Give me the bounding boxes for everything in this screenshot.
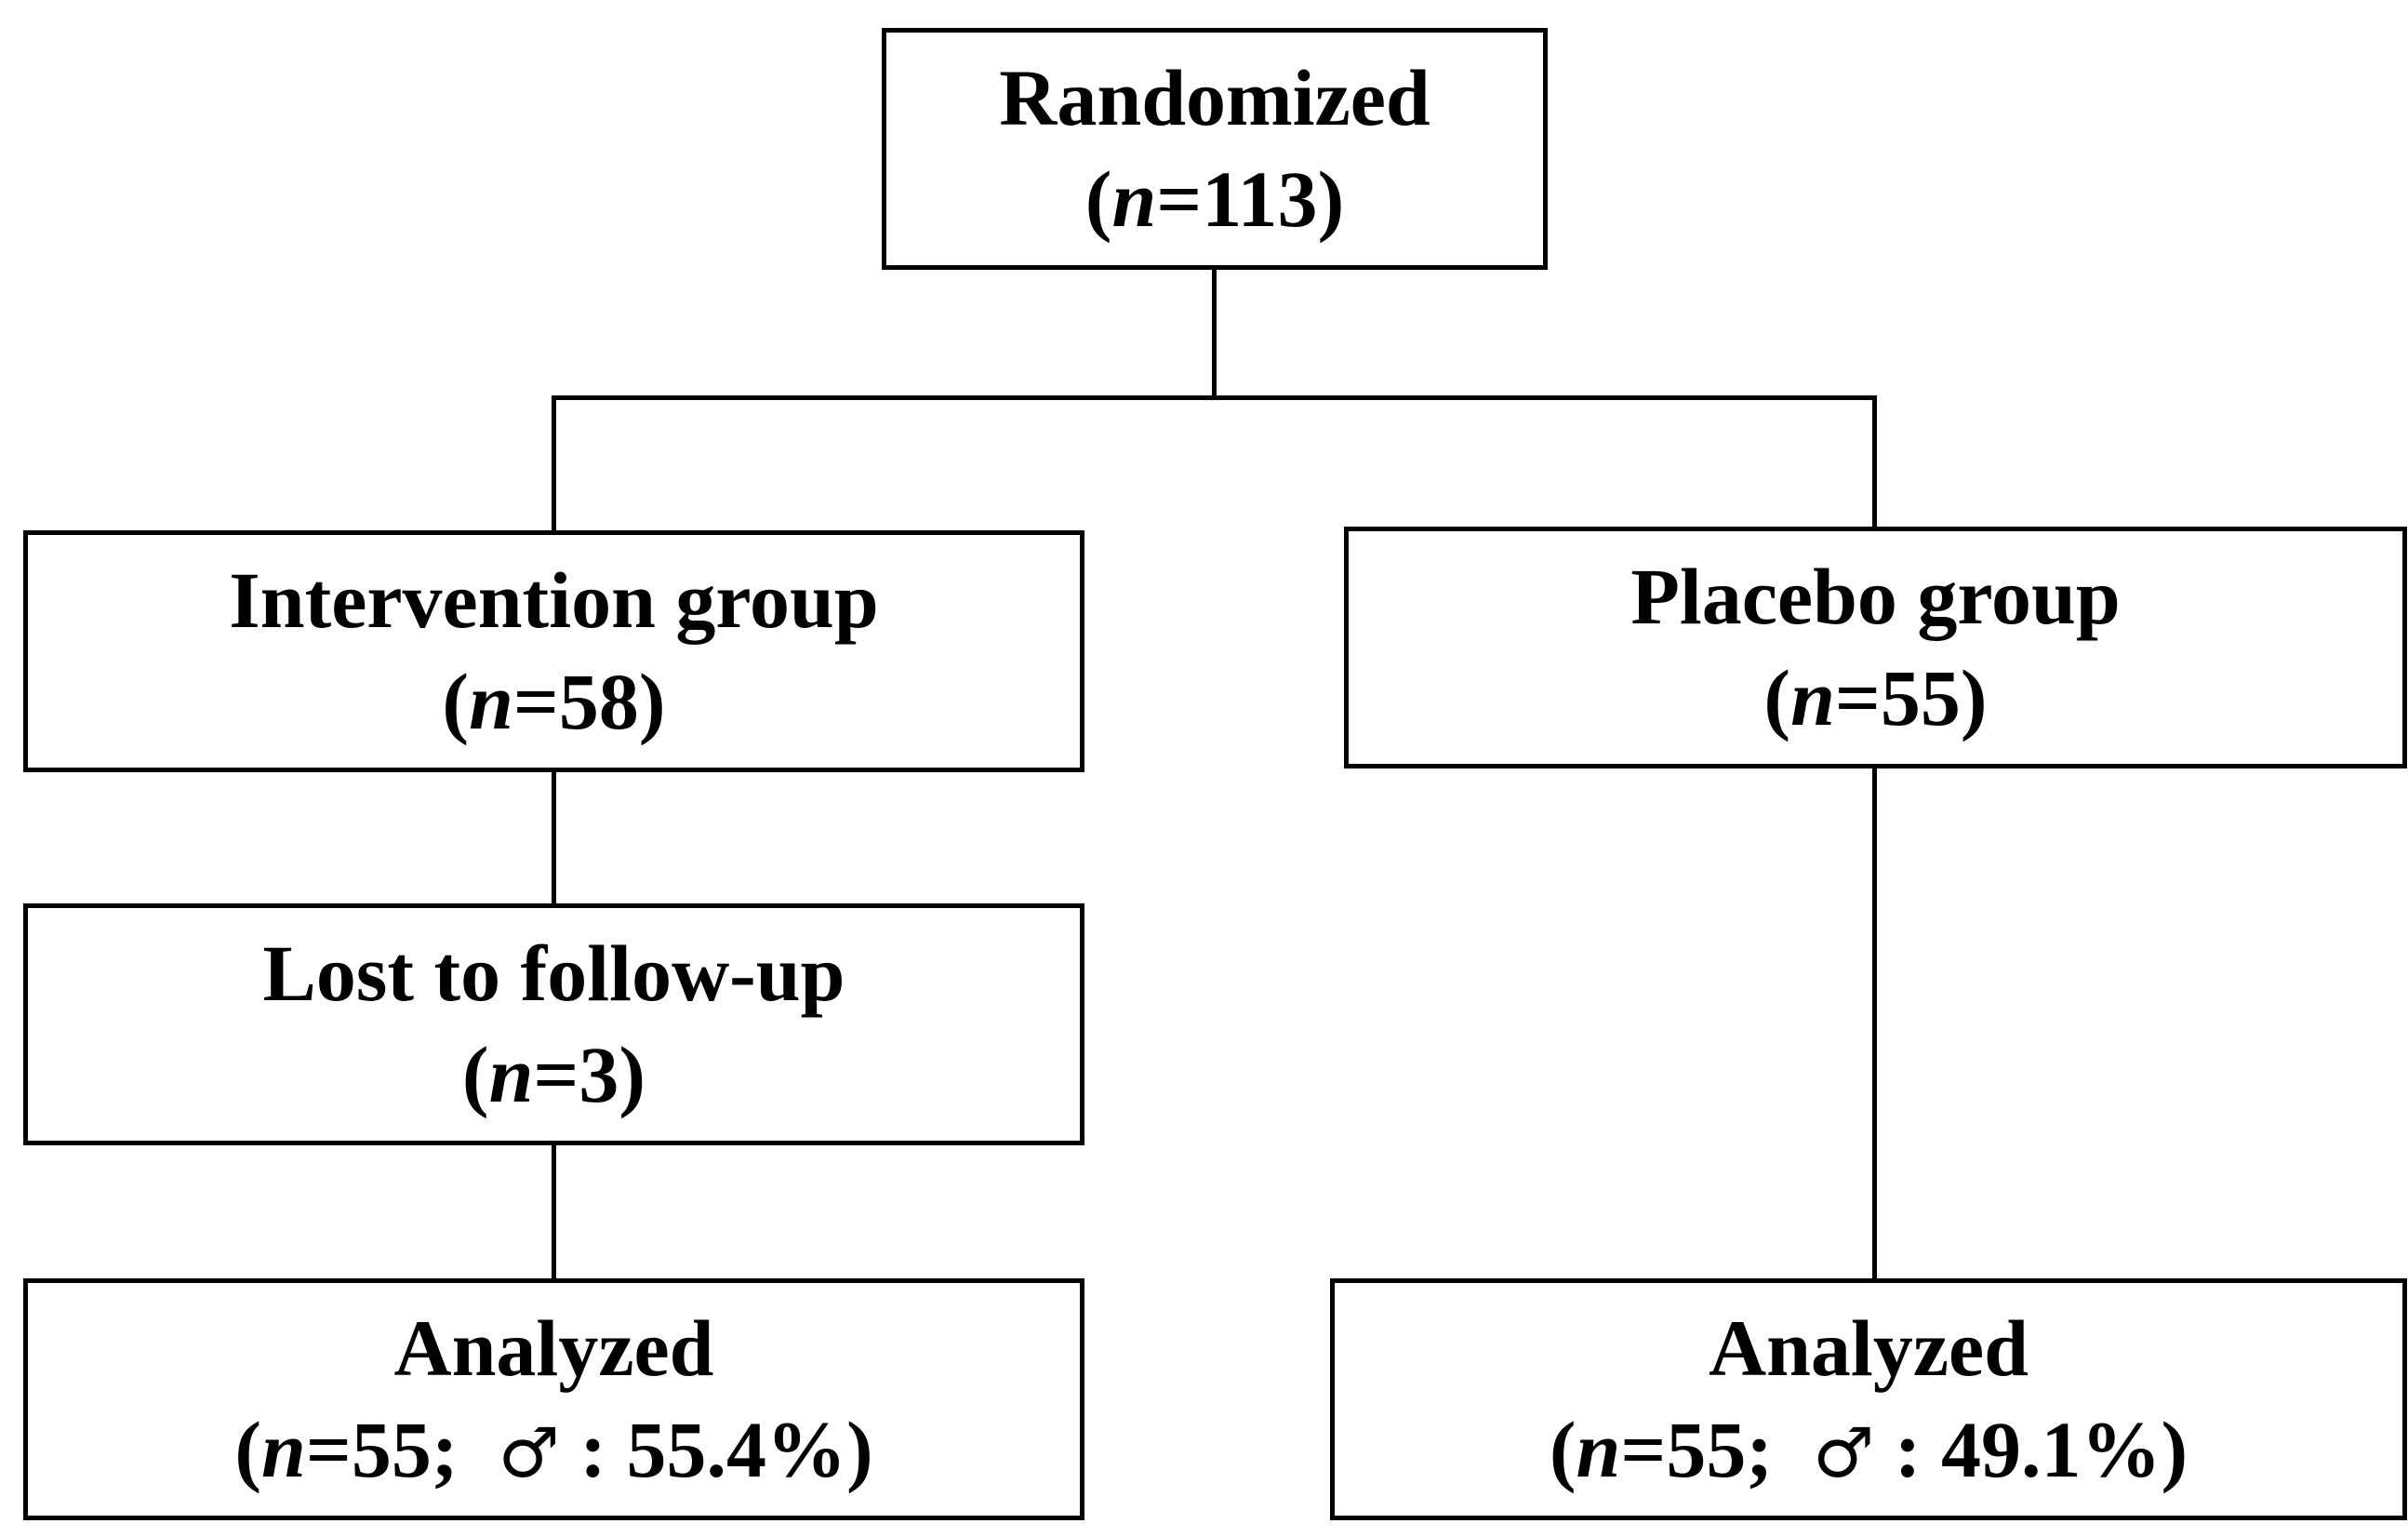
- connector-lost-to-analyzed: [552, 1143, 556, 1281]
- connector-to-placebo: [1872, 395, 1877, 529]
- analyzed-intervention-box: Analyzed (n=55; ♂ : 55.4%): [23, 1278, 1084, 1520]
- intervention-title: Intervention group: [229, 555, 879, 645]
- lost-title: Lost to follow-up: [262, 928, 845, 1018]
- male-symbol-icon: ♂: [498, 1413, 560, 1493]
- analyzed-intervention-count: (n=55; ♂ : 55.4%): [234, 1405, 873, 1494]
- intervention-count: (n=58): [442, 657, 666, 746]
- connector-randomized-down: [1212, 268, 1217, 398]
- placebo-group-box: Placebo group (n=55): [1344, 527, 2407, 768]
- randomized-n-value: 113: [1202, 154, 1318, 244]
- male-symbol-icon: ♂: [1813, 1413, 1875, 1493]
- connector-horizontal-split: [552, 395, 1877, 400]
- randomized-title: Randomized: [999, 52, 1430, 142]
- connector-to-intervention: [552, 395, 556, 533]
- analyzed-placebo-n-value: 55: [1666, 1405, 1747, 1494]
- intervention-group-box: Intervention group (n=58): [23, 530, 1084, 772]
- analyzed-placebo-title: Analyzed: [1709, 1303, 2029, 1393]
- analyzed-intervention-n-value: 55: [351, 1405, 432, 1494]
- connector-intervention-to-lost: [552, 770, 556, 906]
- analyzed-placebo-count: (n=55; ♂ : 49.1%): [1549, 1405, 2188, 1494]
- lost-to-follow-up-box: Lost to follow-up (n=3): [23, 903, 1084, 1145]
- analyzed-intervention-title: Analyzed: [393, 1303, 714, 1393]
- connector-placebo-to-analyzed: [1872, 767, 1877, 1281]
- analyzed-intervention-percent: 55.4%: [626, 1405, 846, 1494]
- placebo-n-value: 55: [1880, 653, 1961, 742]
- placebo-count: (n=55): [1763, 653, 1988, 742]
- analyzed-placebo-percent: 49.1%: [1940, 1405, 2162, 1494]
- lost-count: (n=3): [461, 1030, 646, 1119]
- analyzed-placebo-box: Analyzed (n=55; ♂ : 49.1%): [1330, 1278, 2407, 1520]
- randomized-box: Randomized (n=113): [882, 28, 1548, 270]
- intervention-n-value: 58: [558, 657, 639, 746]
- placebo-title: Placebo group: [1630, 551, 2121, 641]
- lost-n-value: 3: [579, 1030, 619, 1119]
- randomized-count: (n=113): [1084, 154, 1345, 244]
